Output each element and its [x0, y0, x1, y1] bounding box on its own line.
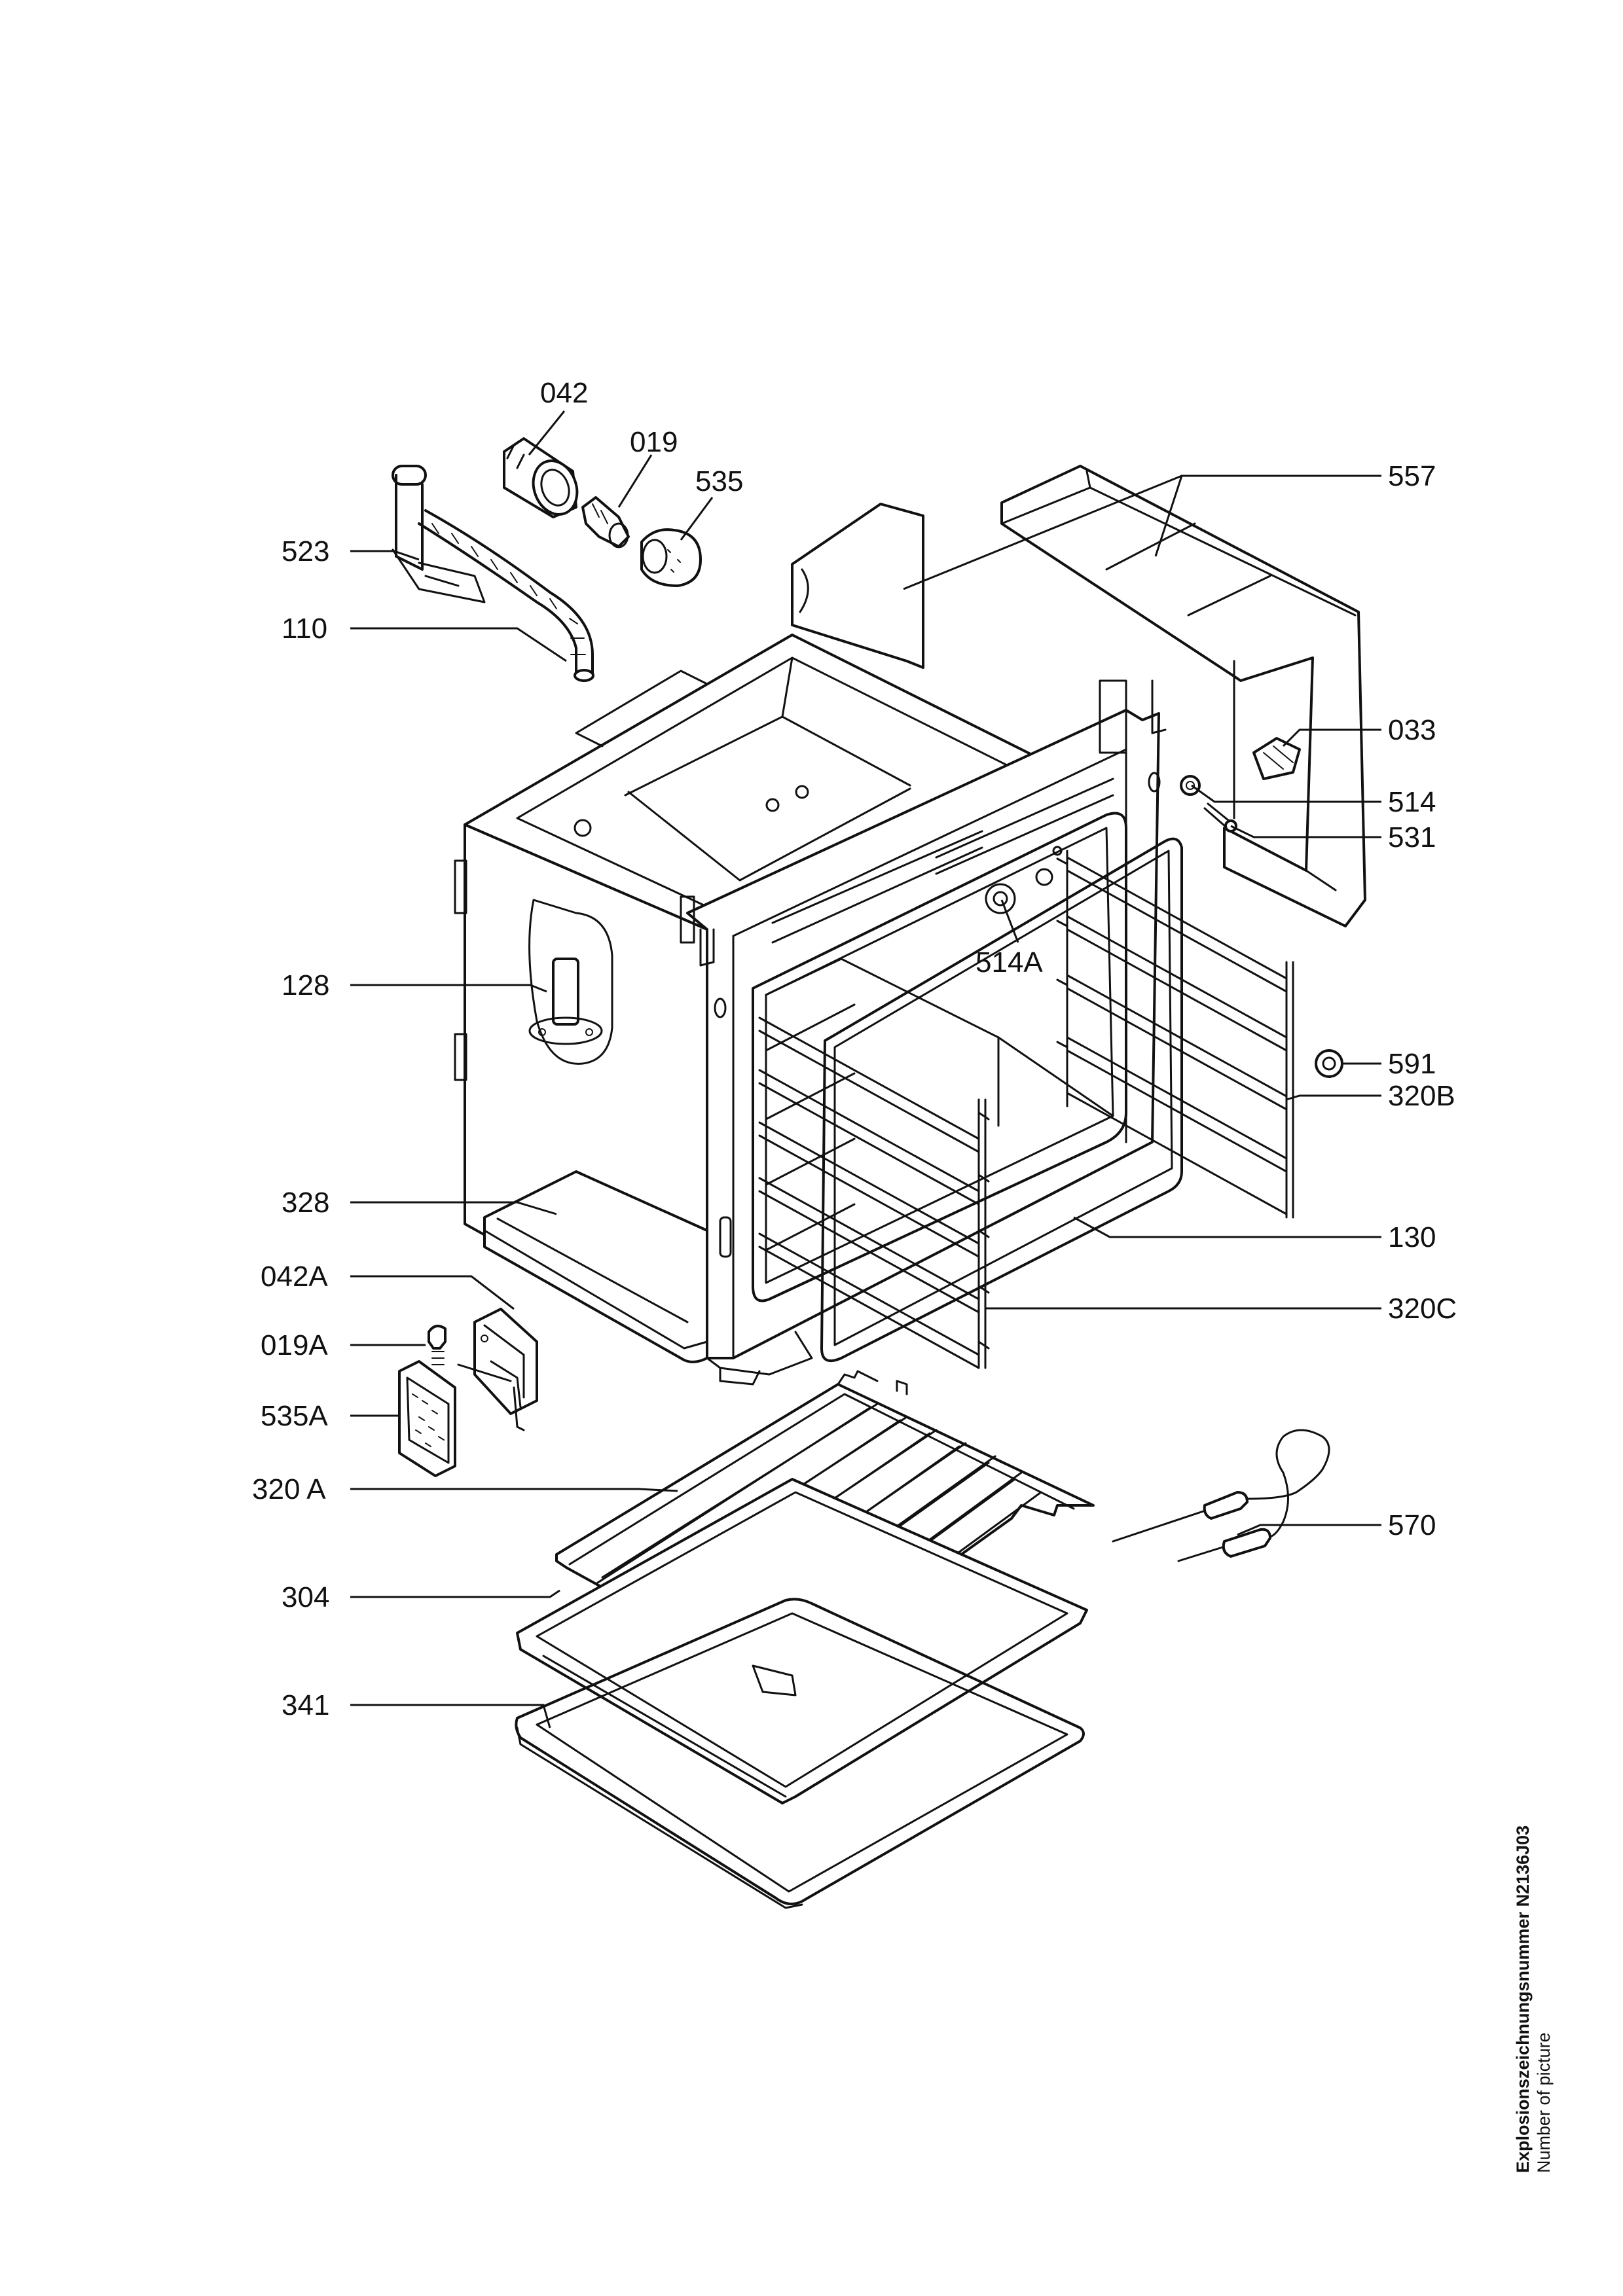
tray-frame-part [515, 1598, 1085, 1909]
label-523: 523 [282, 535, 329, 567]
baking-tray-part [516, 1478, 1088, 1804]
drawing-number: Explosionszeichnungsnummer N2136J03 [1513, 1825, 1533, 2173]
label-019: 019 [630, 426, 678, 458]
label-110: 110 [282, 613, 327, 645]
label-341: 341 [282, 1689, 329, 1721]
label-535A: 535A [261, 1400, 328, 1432]
insulation-back-part [1000, 465, 1366, 927]
label-514A: 514A [976, 946, 1043, 978]
label-535: 535 [695, 465, 743, 497]
label-033: 033 [1388, 714, 1436, 746]
label-531: 531 [1388, 821, 1436, 853]
meat-probe-part [1112, 1429, 1330, 1562]
nut-part [1315, 1049, 1343, 1078]
label-042A: 042A [261, 1261, 328, 1293]
lamp-holder-part [503, 437, 579, 518]
label-320A: 320 A [252, 1473, 326, 1505]
label-557: 557 [1388, 460, 1436, 492]
side-lamp-assembly-part [398, 1308, 538, 1477]
label-328: 328 [282, 1187, 329, 1219]
label-019A: 019A [261, 1329, 328, 1361]
tube-part [392, 465, 594, 682]
label-514: 514 [1388, 786, 1436, 818]
label-320B: 320B [1388, 1080, 1455, 1112]
screw-nut-part [1180, 775, 1237, 833]
drawing-number-block: Explosionszeichnungsnummer N2136J03 Numb… [1512, 1780, 1555, 2173]
bulb-part [581, 496, 630, 548]
bottom-plate-part [483, 1170, 708, 1363]
part-labels: 042 019 535 557 523 110 033 514 531 514A… [252, 377, 1457, 1721]
shelf-runner-left-part [758, 1016, 990, 1369]
label-591: 591 [1388, 1048, 1436, 1080]
label-320C: 320C [1388, 1293, 1457, 1325]
insulation-pad-part [791, 503, 924, 669]
door-seal-part [820, 837, 1183, 1362]
lamp-cover-part [640, 528, 702, 587]
picture-caption: Number of picture [1534, 2032, 1554, 2173]
label-042: 042 [540, 377, 588, 409]
label-130: 130 [1388, 1221, 1436, 1253]
leader-lines [350, 410, 1381, 1729]
label-128: 128 [282, 969, 329, 1001]
shelf-runner-right-part [1056, 850, 1294, 1219]
label-304: 304 [282, 1581, 329, 1613]
label-570: 570 [1388, 1509, 1436, 1541]
connector-part [1252, 737, 1301, 780]
